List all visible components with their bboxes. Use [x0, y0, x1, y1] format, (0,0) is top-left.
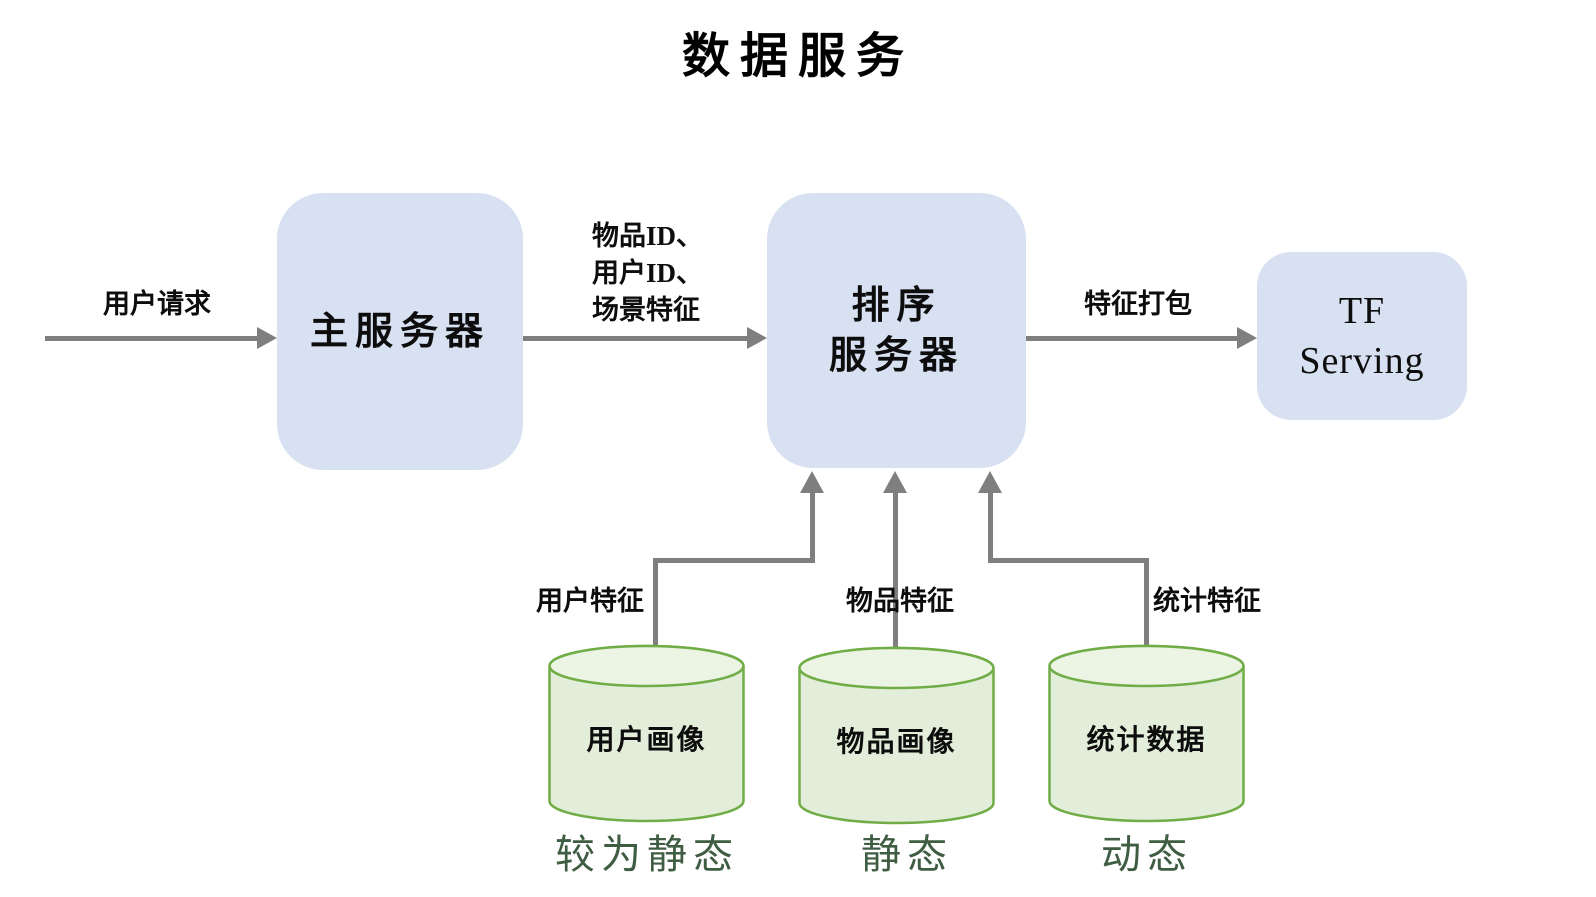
- diagram-title: 数据服务: [681, 30, 914, 83]
- ranking-server-label-line1: 排序: [851, 284, 942, 327]
- main-server-node: 主服务器: [277, 193, 523, 470]
- item-profile-datastore: 物品画像: [797, 646, 996, 826]
- cylinder-icon: [548, 644, 745, 823]
- user-features-connector-riser: [810, 492, 815, 563]
- stat-features-connector-stem: [1144, 558, 1149, 646]
- user-profile-label: 用户画像: [586, 725, 707, 756]
- main-to-ranking-arrowhead: [747, 327, 767, 349]
- main-to-ranking-label-line3: 场景特征: [592, 295, 700, 325]
- item-profile-tag: 静态: [861, 832, 953, 877]
- stat-features-connector-riser: [988, 492, 993, 563]
- stats-data-datastore: 统计数据: [1047, 644, 1246, 824]
- user-request-label: 用户请求: [103, 289, 211, 319]
- user-profile-tag: 较为静态: [555, 832, 739, 877]
- user-features-arrowhead: [800, 471, 824, 493]
- user-request-arrow-line: [45, 336, 257, 341]
- main-to-ranking-label: 物品ID、 用户ID、 场景特征: [592, 218, 703, 329]
- user-features-connector-elbow: [653, 558, 815, 563]
- stat-features-arrowhead: [978, 471, 1002, 493]
- main-to-ranking-label-line1: 物品ID、: [592, 221, 704, 251]
- tf-serving-label-line2: Serving: [1299, 340, 1425, 382]
- item-features-connector: [893, 492, 898, 649]
- main-to-ranking-arrow-line: [523, 336, 747, 341]
- ranking-server-label-line2: 服务器: [828, 334, 964, 377]
- user-profile-datastore: 用户画像: [547, 644, 746, 824]
- item-features-label: 物品特征: [846, 586, 954, 616]
- stats-data-label: 统计数据: [1086, 725, 1207, 756]
- user-features-connector-stem: [653, 558, 658, 646]
- item-profile-label: 物品画像: [836, 727, 957, 758]
- ranking-to-tf-label: 特征打包: [1084, 289, 1192, 319]
- stat-features-label: 统计特征: [1153, 586, 1261, 616]
- ranking-to-tf-arrow-line: [1026, 336, 1237, 341]
- ranking-server-node: 排序 服务器: [767, 193, 1026, 468]
- user-features-label: 用户特征: [536, 586, 644, 616]
- item-features-arrowhead: [883, 471, 907, 493]
- cylinder-icon: [798, 646, 995, 825]
- ranking-to-tf-arrowhead: [1237, 327, 1257, 349]
- cylinder-icon: [1048, 644, 1245, 823]
- stat-features-connector-elbow: [988, 558, 1149, 563]
- main-to-ranking-label-line2: 用户ID、: [592, 258, 704, 288]
- main-server-label: 主服务器: [309, 310, 490, 353]
- user-request-arrowhead: [257, 327, 277, 349]
- tf-serving-label-line1: TF: [1338, 290, 1386, 332]
- tf-serving-node: TF Serving: [1257, 252, 1467, 420]
- stats-data-tag: 动态: [1101, 832, 1193, 877]
